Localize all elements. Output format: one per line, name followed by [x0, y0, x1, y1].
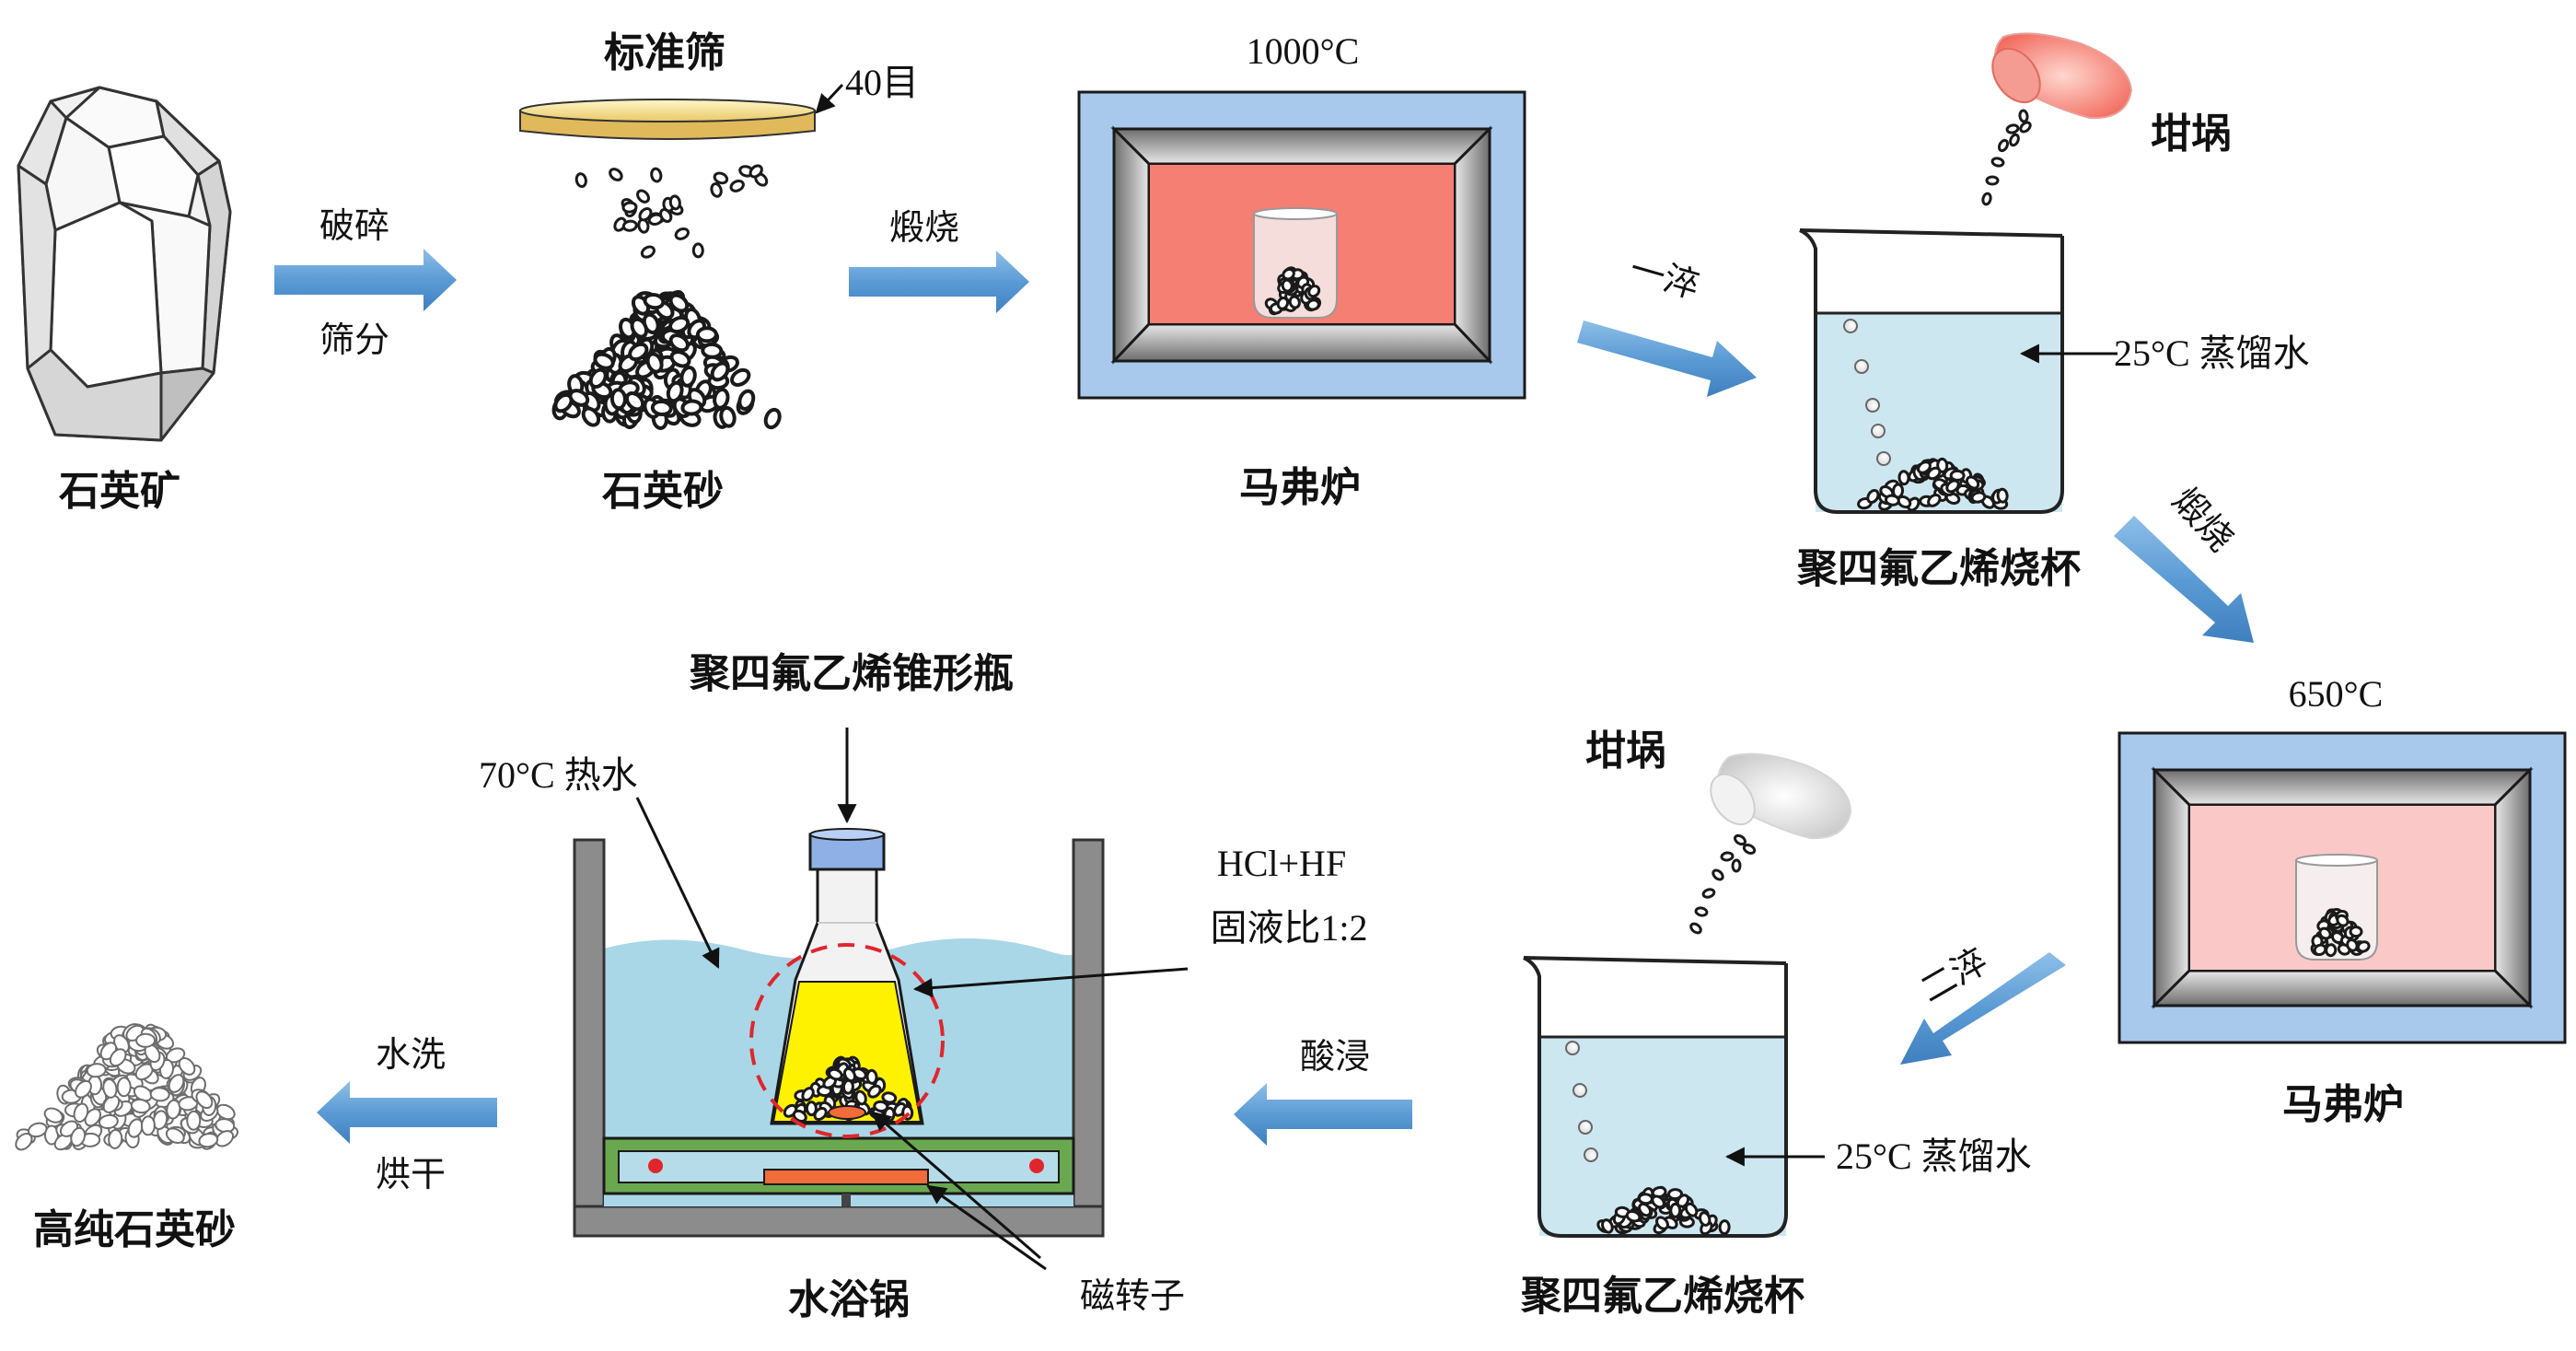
- arrow-crush: [274, 249, 457, 311]
- label-sieve-action: 筛分: [319, 320, 390, 360]
- beaker-2: [1523, 956, 1825, 1238]
- crucible-2: [1689, 752, 1852, 935]
- label-beaker-2: 聚四氟乙烯烧杯: [1521, 1273, 1804, 1320]
- label-water-1: 25°C 蒸馏水: [2114, 332, 2310, 374]
- label-flask: 聚四氟乙烯锥形瓶: [690, 650, 1014, 697]
- label-wash: 水洗: [375, 1034, 447, 1075]
- label-quartz-sand: 石英砂: [602, 468, 724, 515]
- pure-sand-pile-icon: [15, 1023, 239, 1151]
- pointer-stir-bar: [871, 1111, 1041, 1260]
- label-temp-650: 650°C: [2288, 673, 2384, 715]
- label-stir-bar: 磁转子: [1079, 1275, 1186, 1316]
- arrow-quench-2: [1900, 952, 2066, 1065]
- label-muffle-2: 马弗炉: [2282, 1081, 2404, 1128]
- label-temp-1000: 1000°C: [1246, 30, 1360, 72]
- arrow-acid-leach: [1234, 1083, 1412, 1146]
- beaker-icon: [1799, 228, 2118, 514]
- pointer-hot-water: [635, 797, 720, 969]
- label-water-bath: 水浴锅: [788, 1276, 910, 1323]
- label-dry: 烘干: [375, 1154, 447, 1194]
- arrow-wash-dry: [317, 1081, 497, 1144]
- label-beaker-1: 聚四氟乙烯烧杯: [1797, 545, 2081, 592]
- label-product: 高纯石英砂: [33, 1206, 236, 1253]
- quartz-crystal-icon: [17, 86, 232, 442]
- crucible-icon: [1981, 32, 2133, 206]
- label-calcine-1: 煅烧: [888, 207, 960, 248]
- label-ratio: 固液比1:2: [1210, 907, 1368, 949]
- pointer-acid: [912, 967, 1189, 998]
- label-water-2: 25°C 蒸馏水: [1836, 1136, 2032, 1177]
- label-quartz-ore: 石英矿: [59, 468, 180, 515]
- label-mesh: 40目: [845, 62, 919, 103]
- label-crucible-2: 坩埚: [1585, 728, 1666, 774]
- sand-pile-icon: [551, 290, 782, 430]
- erlenmeyer-flask-icon: [749, 828, 945, 1138]
- water-bath-icon: [573, 838, 1105, 1238]
- label-acid: HCl+HF: [1216, 843, 1347, 884]
- muffle-furnace-icon: [1077, 90, 1526, 400]
- arrow-quench-1: [1577, 320, 1757, 397]
- pointer-bath: [926, 1184, 1047, 1271]
- stir-bar-icon: [828, 1105, 866, 1120]
- label-crush: 破碎: [319, 205, 390, 246]
- label-standard-sieve: 标准筛: [604, 29, 725, 76]
- muffle-furnace-2: [2118, 731, 2567, 1044]
- label-muffle-1: 马弗炉: [1239, 464, 1361, 511]
- arrow-calcine-2: [2114, 516, 2254, 643]
- label-acid-leach: 酸浸: [1299, 1036, 1371, 1077]
- label-hot-water: 70°C 热水: [479, 754, 638, 796]
- arrow-calcine-1: [849, 250, 1029, 313]
- sieve-icon: [519, 83, 844, 140]
- label-crucible-1: 坩埚: [2151, 111, 2232, 157]
- falling-grains: [574, 164, 769, 259]
